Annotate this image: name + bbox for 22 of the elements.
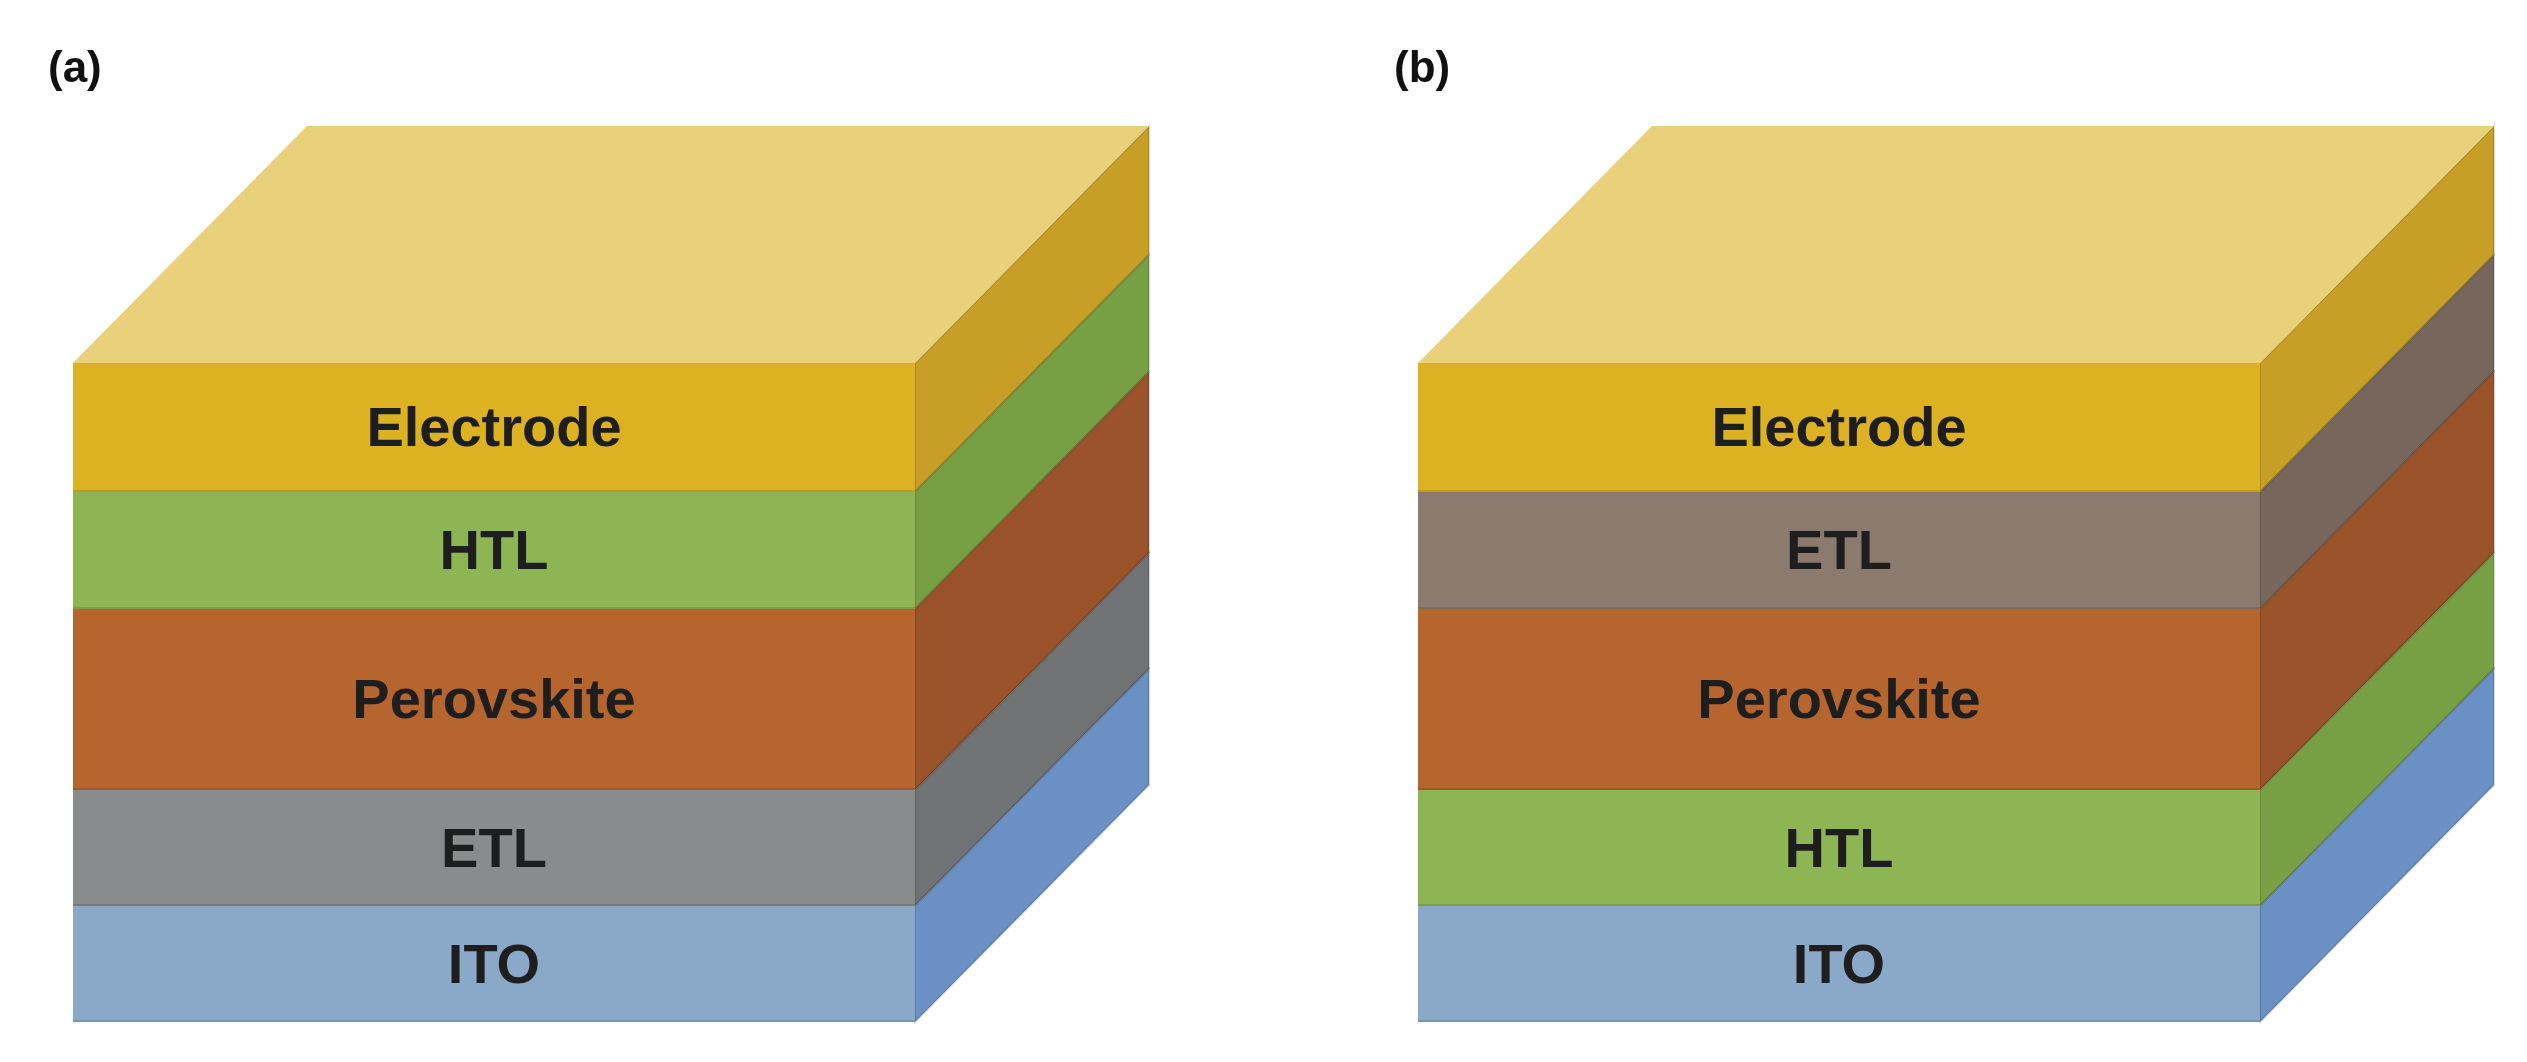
layer	[73, 492, 915, 609]
layer	[1418, 363, 2260, 492]
layer	[73, 609, 915, 790]
layer-label: HTL	[439, 517, 549, 582]
layer	[1418, 492, 2260, 609]
layer-label: ITO	[1792, 930, 1886, 996]
layer-label: ITO	[447, 930, 541, 996]
layer-label: Perovskite	[1697, 666, 1981, 731]
layer-label: HTL	[1784, 814, 1894, 880]
layer	[1418, 906, 2260, 1022]
layer-label: Electrode	[366, 394, 622, 459]
layer-label: Electrode	[1711, 394, 1967, 459]
layer	[73, 790, 915, 906]
layer	[73, 363, 915, 492]
layer	[1418, 790, 2260, 906]
layer-label: ETL	[441, 814, 547, 880]
panel-label: (b)	[1394, 42, 1451, 92]
layer	[1418, 609, 2260, 790]
layer-label: Perovskite	[352, 666, 636, 731]
layer	[73, 906, 915, 1022]
layer-label: ETL	[1786, 517, 1892, 582]
panel-label: (a)	[48, 42, 102, 92]
